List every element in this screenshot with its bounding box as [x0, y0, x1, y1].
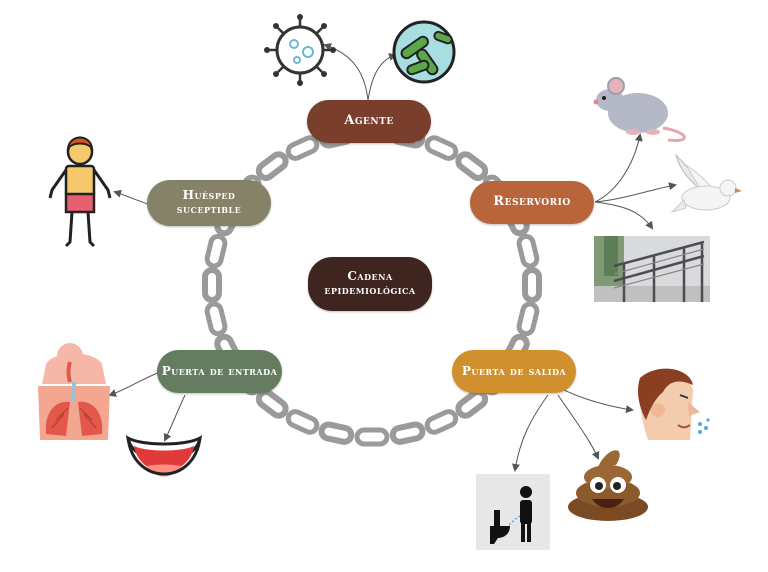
lungs-anatomy-icon — [38, 343, 110, 440]
chain-link — [255, 389, 289, 419]
chain-link — [204, 301, 228, 337]
chain-link — [516, 233, 540, 269]
stair-railing-photo — [594, 236, 710, 302]
chain-link — [455, 151, 489, 181]
sneezing-face-icon — [638, 368, 710, 440]
node-puerta-salida: Puerta de salida — [452, 350, 576, 393]
person-icon — [48, 136, 112, 248]
chain-link — [424, 409, 459, 435]
connector-arrows — [108, 43, 677, 472]
chain-link — [255, 151, 289, 181]
rat-icon — [593, 77, 686, 143]
open-mouth-icon — [125, 435, 203, 477]
chain-link — [424, 135, 459, 161]
node-puerta-salida-label: Puerta de salida — [461, 363, 567, 378]
node-huesped: Huésped suceptible — [147, 180, 271, 226]
node-reservorio-label: Reservorio — [493, 194, 571, 210]
chain-link — [318, 421, 355, 445]
node-puerta-entrada-label: Puerta de entrada — [161, 363, 278, 378]
chain-link — [389, 421, 426, 445]
chain-link — [202, 267, 222, 303]
node-center-label: Cadena epidemiológica — [324, 269, 416, 297]
node-reservorio: Reservorio — [470, 181, 594, 224]
chain-link — [516, 301, 540, 337]
node-agente: Agente — [307, 100, 431, 143]
virus-icon — [264, 14, 336, 86]
chain-link — [285, 135, 320, 161]
node-center: Cadena epidemiológica — [308, 257, 432, 311]
node-agente-label: Agente — [344, 113, 394, 129]
chain-link — [204, 233, 228, 269]
chain-link — [522, 267, 542, 303]
chain-link — [455, 389, 489, 419]
chain-link — [354, 427, 390, 447]
urinating-man-icon — [476, 474, 550, 550]
bacteria-icon — [392, 20, 456, 84]
poop-emoji-icon — [568, 450, 648, 521]
chain-link — [285, 409, 320, 435]
node-puerta-entrada: Puerta de entrada — [157, 350, 282, 393]
node-huesped-label: Huésped suceptible — [176, 188, 242, 216]
dove-icon — [670, 153, 742, 214]
